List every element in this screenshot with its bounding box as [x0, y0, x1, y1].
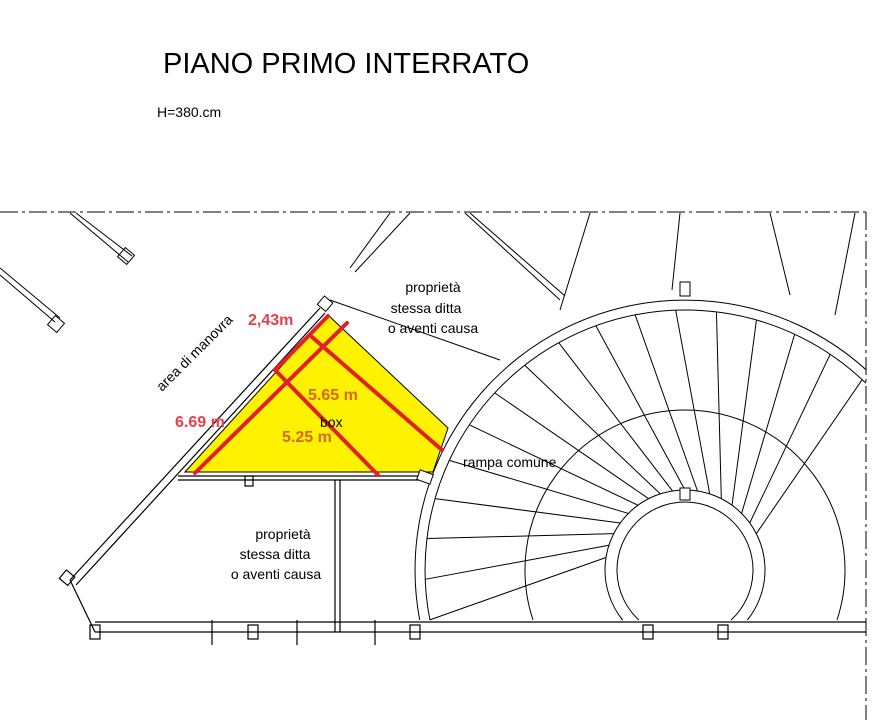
parking-lines: [0, 212, 566, 361]
ramp-step-line: [741, 334, 796, 514]
ramp-step-line: [715, 311, 722, 499]
ramp-step-line: [469, 424, 639, 506]
ramp-step-line: [449, 459, 629, 514]
ramp-step-line: [429, 557, 607, 621]
prop-bottom-line3: o aventi causa: [231, 566, 321, 582]
ramp-step-line: [755, 379, 863, 534]
measurement-6-69: 6.69 m: [175, 414, 225, 431]
height-label: H=380.cm: [157, 104, 222, 120]
ramp-ring-arc: [616, 501, 754, 621]
prop-bottom-line1: proprietà: [255, 526, 310, 542]
prop-top-line1: proprietà: [405, 279, 460, 295]
measurement-2-43: 2,43m: [248, 312, 293, 329]
prop-top-line2: stessa ditta: [391, 300, 462, 316]
ramp-step-line: [494, 392, 649, 500]
area-manovra-label: area di manovra: [153, 311, 236, 394]
ramp-step-line: [595, 325, 686, 491]
rampa-label: rampa comune: [463, 454, 557, 470]
measurement-lines: [193, 314, 444, 477]
box-label: box: [320, 414, 343, 430]
ramp-step-line: [634, 314, 698, 492]
spiral-ramp: [414, 213, 866, 621]
ramp-ring-arc: [414, 299, 866, 621]
ramp-step-line: [426, 533, 614, 540]
prop-bottom-line2: stessa ditta: [240, 546, 311, 562]
plan-title: PIANO PRIMO INTERRATO: [163, 48, 530, 80]
ramp-ring-arc: [604, 489, 766, 621]
walls: [58, 307, 866, 645]
prop-top-line3: o aventi causa: [388, 320, 478, 336]
ramp-ring-arc: [524, 409, 846, 621]
ramp-ring-arc: [424, 309, 866, 621]
ramp-step-line: [524, 364, 661, 495]
ramp-step-line: [558, 342, 673, 492]
measurement-5-25: 5.25 m: [282, 429, 332, 446]
ramp-step-line: [434, 498, 621, 524]
ramp-step-line: [749, 354, 831, 524]
ramp-step-line: [425, 544, 610, 580]
measurement-5-65: 5.65 m: [308, 387, 358, 404]
ramp-step-line: [731, 319, 757, 506]
ramp-step-line: [675, 310, 711, 495]
